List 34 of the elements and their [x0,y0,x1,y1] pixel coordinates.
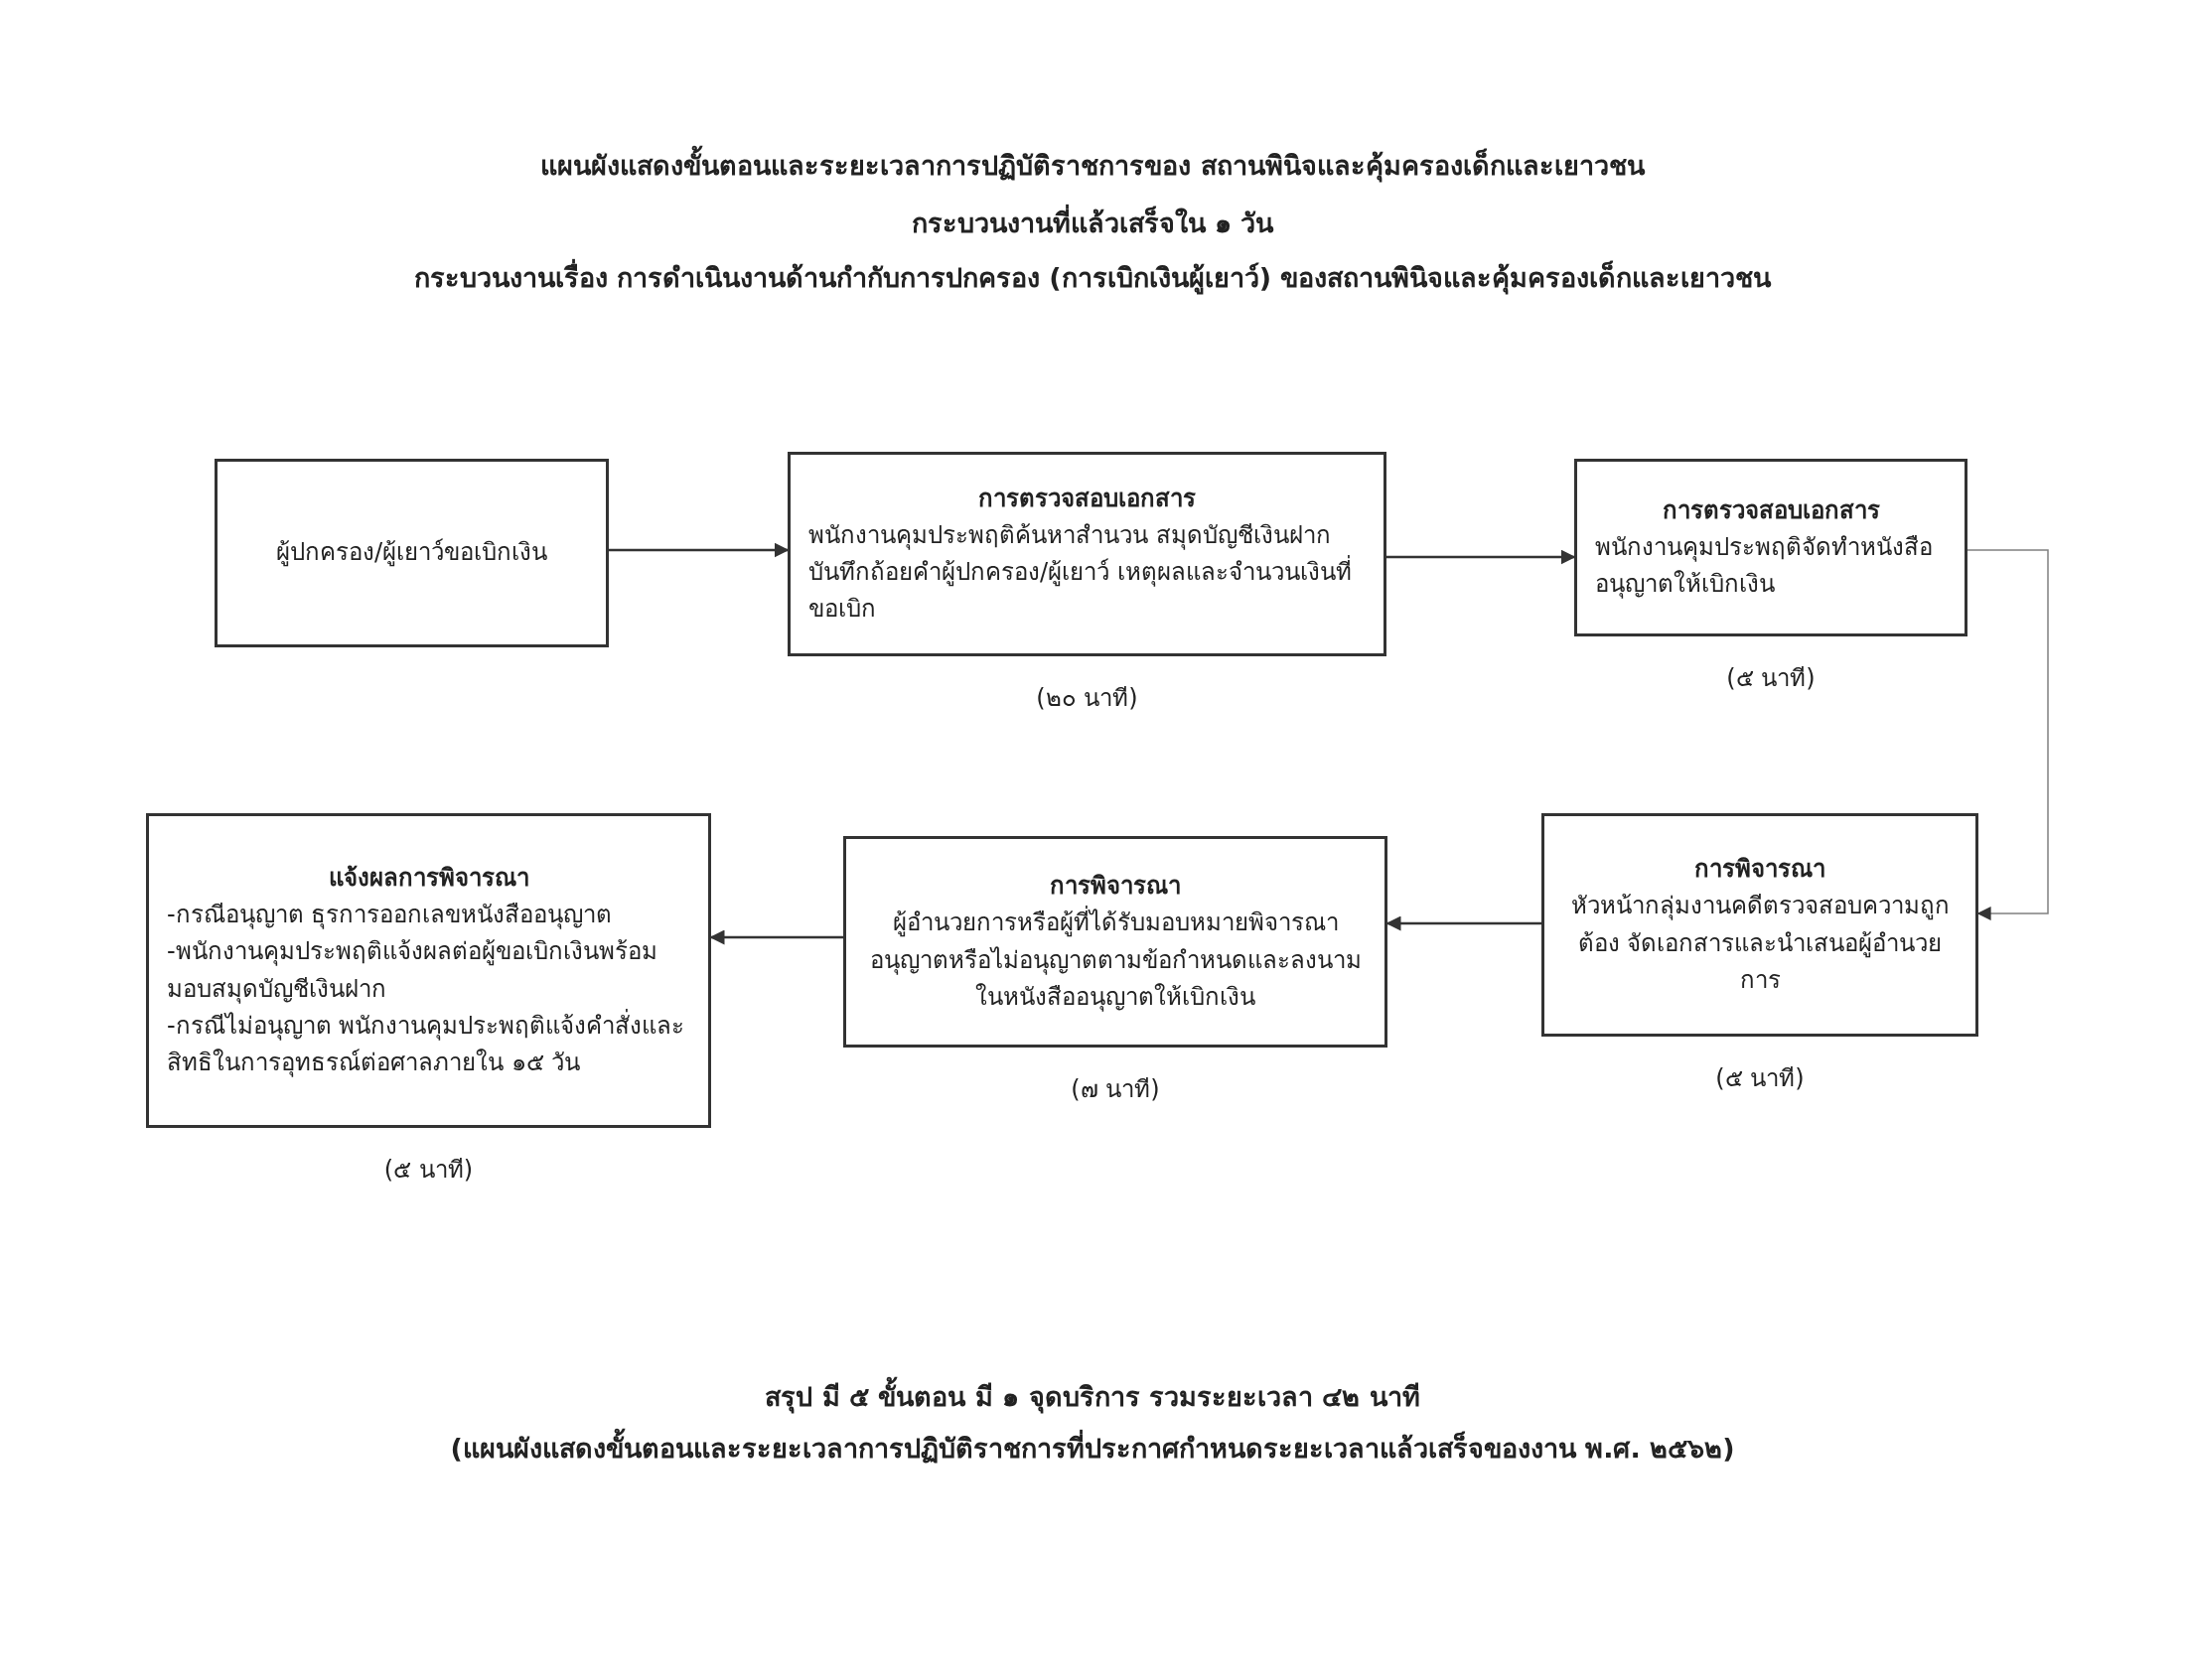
arrow [1385,915,1541,931]
arrow [1966,549,2049,920]
step-heading: การตรวจสอบเอกสาร [1661,494,1881,526]
step-heading: การพิจารณา [1049,871,1182,903]
duration-text: (๒๐ นาที) [1035,683,1139,714]
step-text: -พนักงานคุมประพฤติแจ้งผลต่อผู้ขอเบิกเงินพร้อมมอบสมุดบัญชีเงินฝาก [167,936,658,1006]
summary-text: สรุป มี ๕ ขั้นตอน มี ๑ จุดบริการ รวมระยะเวลา ๔๒ นาที [0,1375,2185,1418]
duration-text: (๗ นาที) [1070,1074,1161,1105]
process-box [215,459,609,647]
step-text: หัวหน้ากลุ่มงานคดีตรวจสอบความถูกต้อง จัดเอกสารและนำเสนอผู้อำนวยการ [1569,891,1951,996]
diagram-title: แผนผังแสดงขั้นตอนและระยะเวลาการปฏิบัติราชการของ สถานพินิจและคุ้มครองเด็กและเยาวชน [0,144,2185,187]
subtitle: กระบวนงานที่แล้วเสร็จใน ๑ วัน [0,202,2185,244]
process-box [843,836,1387,1048]
process-box [1541,813,1978,1037]
step-heading: การพิจารณา [1693,854,1826,886]
step-text: -กรณีไม่อนุญาต พนักงานคุมประพฤติแจ้งคำสั่งและสิทธิในการอุทธรณ์ต่อศาลภายใน ๑๕ วัน [167,1008,686,1079]
step-text: -กรณีอนุญาต ธุรการออกเลขหนังสืออนุญาต [167,900,614,931]
note-text: (แผนผังแสดงขั้นตอนและระยะเวลาการปฏิบัติราชการที่ประกาศกำหนดระยะเวลาแล้วเสร็จของงาน พ.ศ. ๒๕๖๒) [0,1427,2185,1470]
process-box [788,452,1386,656]
arrow [709,929,843,945]
arrow [1386,549,1576,565]
step-heading: แจ้งผลการพิจารณา [327,862,530,894]
step-text: ผู้ปกครอง/ผู้เยาว์ขอเบิกเงิน [274,537,549,569]
process-box [1574,459,1967,636]
process-box [146,813,711,1128]
step-heading: การตรวจสอบเอกสาร [977,483,1197,514]
subtitle: กระบวนงานเรื่อง การดำเนินงานด้านกำกับการปกครอง (การเบิกเงินผู้เยาว์) ของสถานพินิจและคุ้มครองเด็กและเยาวชน [0,256,2185,299]
duration-text: (๕ นาที) [1714,1063,1806,1094]
arrow [609,542,790,558]
duration-text: (๕ นาที) [1725,663,1817,694]
step-text: พนักงานคุมประพฤติจัดทำหนังสืออนุญาตให้เบิกเงิน [1595,531,1934,601]
step-text: ผู้อำนวยการหรือผู้ที่ได้รับมอบหมายพิจารณาอนุญาตหรือไม่อนุญาตตามข้อกำหนดและลงนามในหนังสืออนุญาตให้เบิกเงิน [864,905,1367,1016]
duration-text: (๕ นาที) [382,1155,475,1186]
step-text: พนักงานคุมประพฤติค้นหาสำนวน สมุดบัญชีเงินฝากบันทึกถ้อยคำผู้ปกครอง/ผู้เยาว์ เหตุผลและจำนวนเงินที่ขอเบิก [808,519,1353,626]
